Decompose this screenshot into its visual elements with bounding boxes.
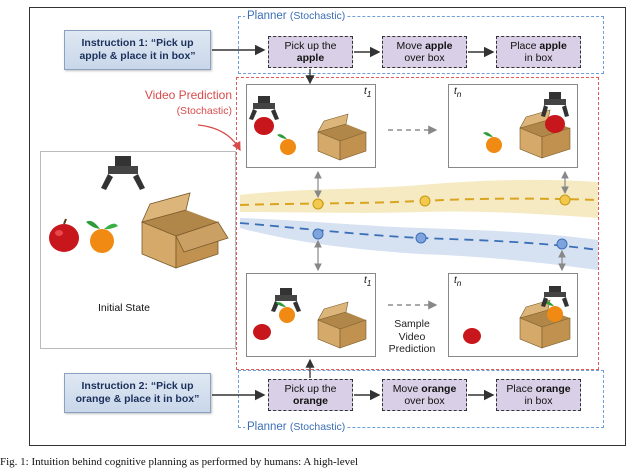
box-icon xyxy=(317,113,367,161)
box-icon xyxy=(519,109,571,159)
step-bottom-3-bold: orange xyxy=(535,382,571,395)
step-bottom-2-pre: Move xyxy=(392,382,422,395)
step-bottom-3-pre: Place xyxy=(506,382,536,395)
sample-label-line3: Prediction xyxy=(388,343,436,356)
frame-bottom-t1-scene xyxy=(253,288,367,349)
label-bottom-tn: tn xyxy=(454,275,461,288)
planner-label-bottom-text: Planner xyxy=(247,421,287,433)
step-top-2-post: over box xyxy=(404,52,445,64)
orange-icon xyxy=(547,306,563,322)
instruction-1-line1: Instruction 1: “Pick up xyxy=(81,36,194,49)
step-bottom-1-pre: Pick up the xyxy=(284,382,337,395)
planner-label-bottom: Planner (Stochastic) xyxy=(245,421,348,433)
blue-point-1 xyxy=(312,228,324,240)
yellow-point-1 xyxy=(312,198,324,210)
label-top-t1-main: t xyxy=(364,86,367,97)
video-prediction-box xyxy=(236,77,599,370)
step-bottom-3-post: in box xyxy=(524,395,553,407)
planner-label-top-text: Planner xyxy=(247,10,287,22)
video-prediction-title: Video Prediction xyxy=(144,88,232,102)
instruction-2-line1: Instruction 2: “Pick up xyxy=(81,379,194,392)
figure-caption: Fig. 1: Intuition behind cognitive plann… xyxy=(0,456,359,468)
step-bottom-2-post: over box xyxy=(404,395,445,407)
box-icon xyxy=(317,301,367,349)
point-frame-links xyxy=(314,170,569,272)
label-bottom-t1: t1 xyxy=(364,275,371,288)
step-bottom-1-bold: orange xyxy=(292,395,328,407)
step-top-2-bold: apple xyxy=(425,39,453,52)
label-top-t1-sub: 1 xyxy=(366,89,372,99)
arrow-video-prediction xyxy=(197,124,241,152)
instruction-1-box: Instruction 1: “Pick up apple & place it… xyxy=(64,30,211,70)
apple-icon xyxy=(49,218,79,252)
initial-state-scene xyxy=(49,156,229,269)
apple-icon xyxy=(463,328,481,344)
orange-icon xyxy=(86,220,118,253)
apple-icon xyxy=(545,115,565,133)
yellow-uncertainty-band xyxy=(240,179,598,218)
orange-icon xyxy=(279,307,295,323)
label-top-tn-main: t xyxy=(454,86,457,97)
step-bottom-2-bold: orange xyxy=(421,382,457,395)
step-top-1-pre: Pick up the xyxy=(284,39,337,52)
video-prediction-label: Video Prediction (Stochastic) xyxy=(112,88,232,118)
blue-uncertainty-band xyxy=(240,218,598,270)
instruction-1-line2: apple & place it in box” xyxy=(79,50,196,62)
planner-box-bottom xyxy=(238,370,604,428)
planner-label-top-paren: (Stochastic) xyxy=(289,10,346,22)
apple-icon xyxy=(254,117,274,135)
label-bottom-tn-sub: n xyxy=(456,278,462,288)
label-bottom-tn-main: t xyxy=(454,275,457,286)
sample-label-line2: Video xyxy=(398,330,426,343)
planner-label-bottom-paren: (Stochastic) xyxy=(289,421,346,433)
label-bottom-t1-sub: 1 xyxy=(366,278,372,288)
blue-point-2 xyxy=(415,232,427,244)
frame-top-tn-scene xyxy=(483,92,571,159)
video-prediction-paren: (Stochastic) xyxy=(176,105,232,117)
instruction-2-line2: orange & place it in box” xyxy=(75,393,200,405)
yellow-point-2 xyxy=(419,195,431,207)
apple-icon xyxy=(253,324,271,340)
label-top-tn-sub: n xyxy=(456,89,462,99)
initial-state-label: Initial State xyxy=(98,302,150,314)
box-icon xyxy=(519,299,571,349)
step-top-2-pre: Move xyxy=(396,39,426,52)
planner-box-top xyxy=(238,16,604,74)
step-top-3-post: in box xyxy=(524,52,553,64)
frame-top-t1-scene xyxy=(249,96,367,161)
yellow-point-3 xyxy=(559,194,571,206)
sample-video-prediction-label: Sample Video Prediction xyxy=(378,318,446,356)
orange-icon xyxy=(486,137,502,153)
instruction-2-box: Instruction 2: “Pick up orange & place i… xyxy=(64,373,211,413)
figure-border xyxy=(29,7,626,446)
label-top-t1: t1 xyxy=(364,86,371,99)
label-bottom-t1-main: t xyxy=(364,275,367,286)
step-top-3-pre: Place xyxy=(510,39,540,52)
step-top-1-bold: apple xyxy=(296,52,325,64)
sample-label-line1: Sample xyxy=(394,318,430,330)
box-icon xyxy=(141,192,229,269)
step-top-3-bold: apple xyxy=(539,39,567,52)
planner-label-top: Planner (Stochastic) xyxy=(245,10,348,22)
orange-icon xyxy=(280,139,296,155)
gripper-icon xyxy=(101,156,145,190)
label-top-tn: tn xyxy=(454,86,461,99)
frame-bottom-tn-scene xyxy=(463,286,571,349)
blue-point-3 xyxy=(556,238,568,250)
